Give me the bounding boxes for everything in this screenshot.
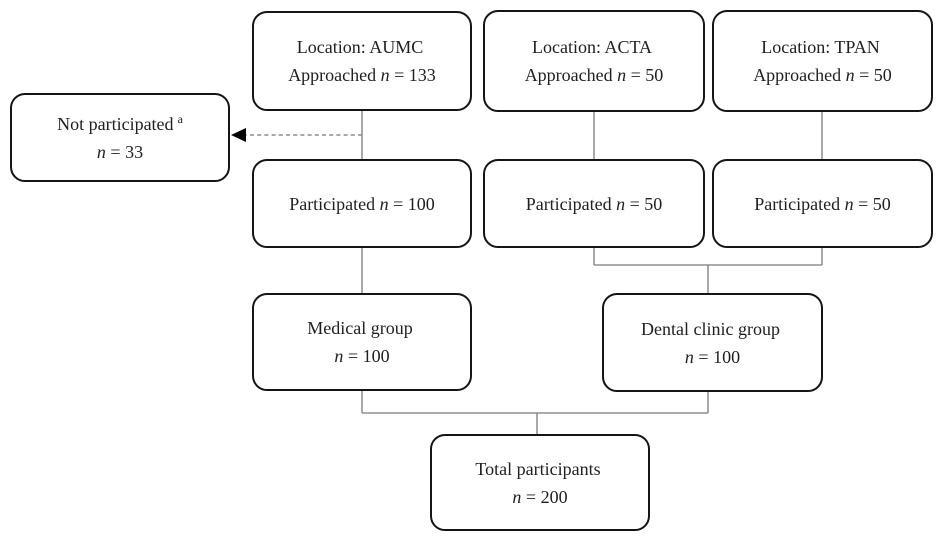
box-participated-tpan-line2: Participated n = 50: [754, 193, 891, 214]
box-participated-aumc-line2: Participated n = 100: [289, 193, 435, 214]
box-location-acta-line2: Approached n = 50: [524, 65, 664, 85]
box-total-participants-line1: Total participants: [475, 458, 601, 479]
box-location-tpan-line2: Approached n = 50: [753, 65, 892, 85]
n-symbol: n: [684, 346, 694, 367]
n-symbol: n: [617, 65, 627, 85]
box-not-participated-line2: n = 33: [96, 141, 144, 162]
box-location-tpan-line1: Location: TPAN: [761, 37, 880, 57]
box-dental-clinic-group-line1: Dental clinic group: [641, 318, 780, 339]
n-symbol: n: [845, 65, 855, 85]
box-location-acta-line1: Location: ACTA: [531, 37, 653, 57]
box-participated-acta-line2: Participated n = 50: [525, 193, 663, 214]
box-total-participants-line2: n = 200: [512, 486, 568, 507]
box-participated-tpan: Participated n = 50: [712, 159, 933, 248]
box-participated-aumc: Participated n = 100: [252, 159, 472, 248]
n-symbol: n: [844, 193, 854, 214]
box-dental-clinic-group: Dental clinic group n = 100: [602, 293, 823, 392]
box-medical-group-line1: Medical group: [307, 318, 413, 338]
n-symbol: n: [380, 65, 390, 85]
n-symbol: n: [379, 193, 389, 214]
box-location-aumc-line2: Approached n = 133: [288, 65, 436, 85]
box-location-acta: Location: ACTA Approached n = 50: [483, 10, 705, 112]
n-symbol: n: [512, 486, 522, 507]
arrowhead-not-participated: [231, 128, 246, 142]
box-location-aumc: Location: AUMC Approached n = 133: [252, 11, 472, 111]
n-symbol: n: [334, 346, 344, 366]
n-symbol: n: [616, 193, 626, 214]
box-dental-clinic-group-line2: n = 100: [684, 346, 741, 367]
box-participated-acta: Participated n = 50: [483, 159, 705, 248]
box-medical-group: Medical group n = 100: [252, 293, 472, 391]
box-location-aumc-line1: Location: AUMC: [296, 37, 424, 57]
box-total-participants: Total participants n = 200: [430, 434, 650, 531]
n-symbol: n: [96, 141, 106, 162]
box-location-tpan: Location: TPAN Approached n = 50: [712, 10, 933, 112]
box-medical-group-line2: n = 100: [334, 346, 390, 366]
footnote-marker-a: a: [177, 111, 183, 126]
